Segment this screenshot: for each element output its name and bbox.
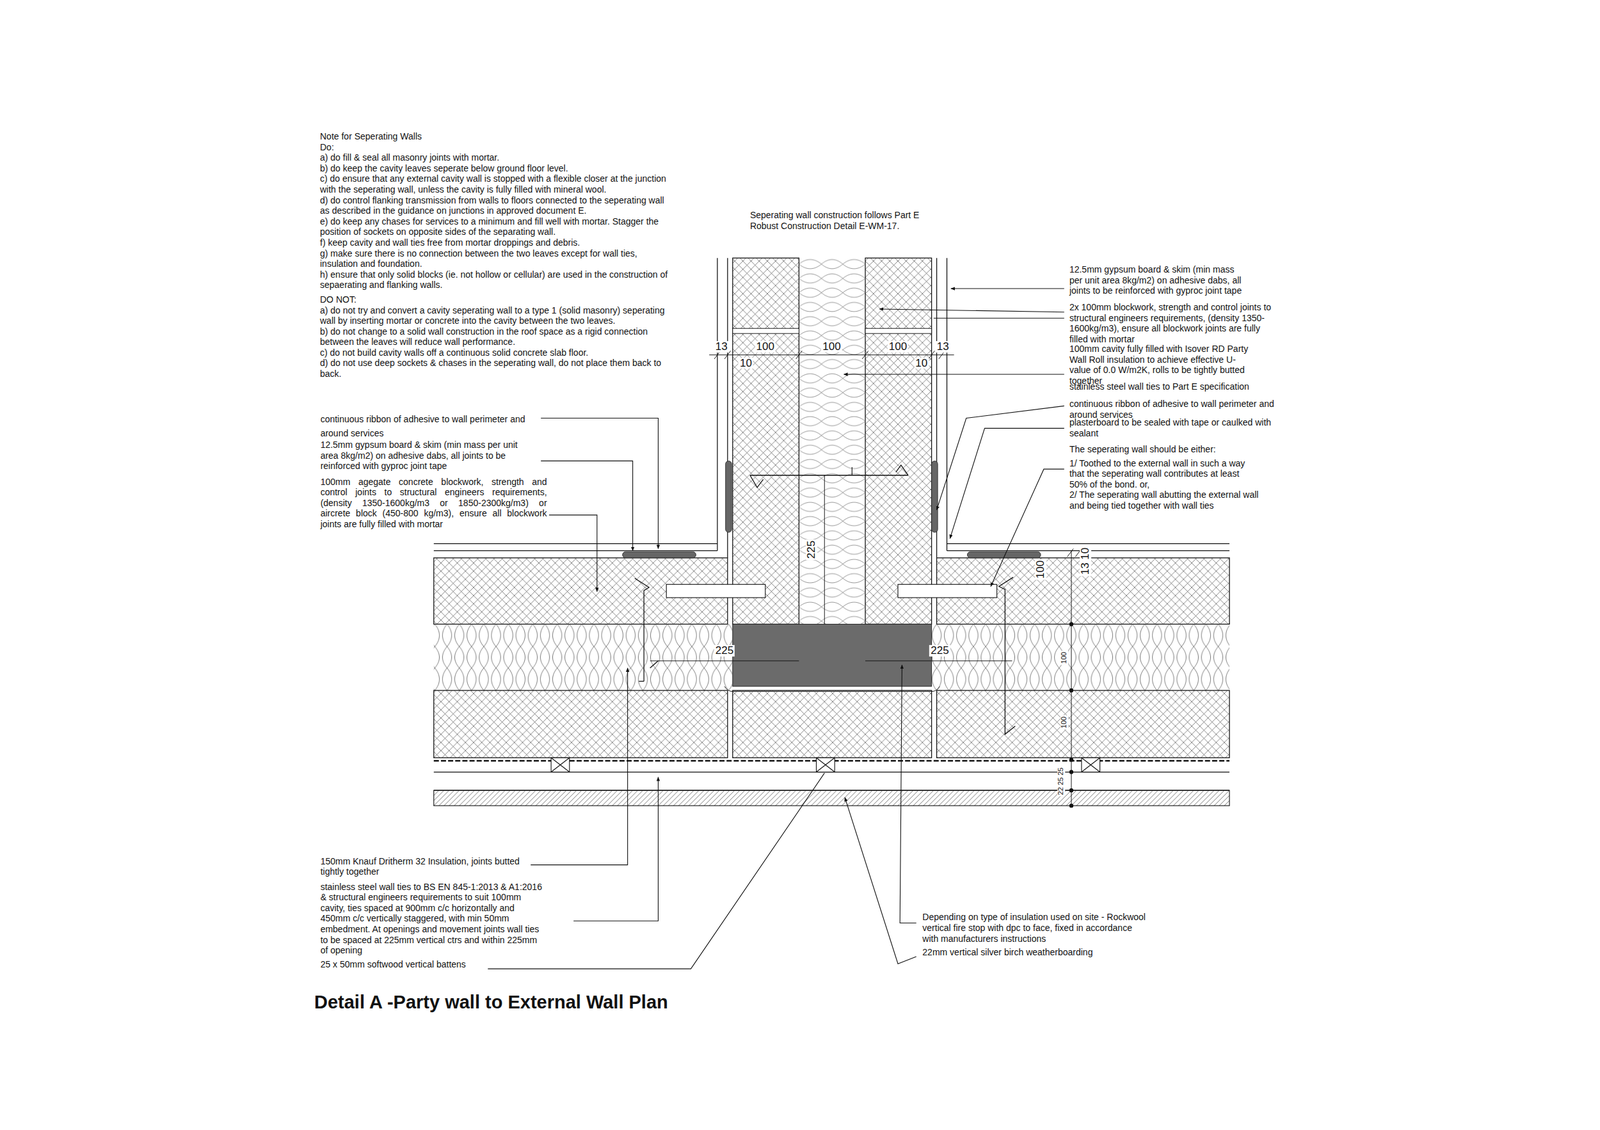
note-text: d) do control flanking transmission from… xyxy=(320,195,669,217)
note-text: e) do keep any chases for services to a … xyxy=(320,216,669,238)
callout-note: 2/ The seperating wall abutting the exte… xyxy=(1069,489,1264,511)
note-text: c) do not build cavity walls off a conti… xyxy=(320,347,669,359)
note-text: b) do not change to a solid wall constru… xyxy=(320,326,669,348)
callout-note: plasterboard to be sealed with tape or c… xyxy=(1069,417,1289,439)
note-text: d) do not use deep sockets & chases in t… xyxy=(320,357,669,379)
note-text: c) do ensure that any external cavity wa… xyxy=(320,173,669,195)
callout-note: stainless steel wall ties to BS EN 845-1… xyxy=(320,881,546,957)
callout-note: 150mm Knauf Dritherm 32 Insulation, join… xyxy=(320,856,525,878)
dimension-label: 100 xyxy=(755,341,776,353)
callout-note: continuous ribbon of adhesive to wall pe… xyxy=(320,412,544,441)
callout-note: Depending on type of insulation used on … xyxy=(922,912,1149,944)
dimension-label: 100 xyxy=(821,341,842,353)
note-text: a) do fill & seal all masonry joints wit… xyxy=(320,152,669,164)
dimension-label: 100 xyxy=(1060,715,1069,730)
note-text: Do: xyxy=(320,142,669,153)
callout-note: 100mm cavity fully filled with Isover RD… xyxy=(1069,343,1256,386)
callout-note: Seperating wall construction follows Par… xyxy=(750,209,939,232)
note-text: g) make sure there is no connection betw… xyxy=(320,248,669,270)
callout-note: continuous ribbon of adhesive to wall pe… xyxy=(1069,398,1289,420)
note-text: h) ensure that only solid blocks (ie. no… xyxy=(320,269,669,291)
dimension-label: 225 xyxy=(714,645,735,657)
drawing-title: Detail A -Party wall to External Wall Pl… xyxy=(314,992,669,1014)
notes-block: Note for Seperating WallsDo:a) do fill &… xyxy=(320,131,669,380)
callout-note: 25 x 50mm softwood vertical battens xyxy=(320,959,525,971)
dimension-label: 10 xyxy=(738,357,754,370)
note-text: Note for Seperating Walls xyxy=(320,131,669,143)
dimension-label: 100 xyxy=(1060,650,1069,665)
dimension-label: 13 10 xyxy=(1080,546,1092,577)
callout-note: stainless steel wall ties to Part E spec… xyxy=(1069,381,1284,393)
dimension-label: 10 xyxy=(913,357,929,370)
note-text: b) do keep the cavity leaves seperate be… xyxy=(320,163,669,175)
callout-note: The seperating wall should be either: xyxy=(1069,444,1284,456)
dimension-label: 225 xyxy=(929,645,950,657)
callout-note: 2x 100mm blockwork, strength and control… xyxy=(1069,302,1279,345)
note-text: DO NOT: xyxy=(320,294,669,306)
dimension-label: 22 25 25 xyxy=(1057,766,1065,797)
callout-note: 12.5mm gypsum board & skim (min mass per… xyxy=(1069,264,1245,297)
dimension-label: 13 xyxy=(935,341,951,353)
dimension-label: 13 xyxy=(714,341,729,353)
callout-note: 1/ Toothed to the external wall in such … xyxy=(1069,458,1259,491)
dimension-label: 225 xyxy=(805,539,818,560)
dimension-label: 100 xyxy=(1034,558,1047,580)
note-text: f) keep cavity and wall ties free from m… xyxy=(320,237,669,249)
dimension-label: 100 xyxy=(887,341,909,353)
callout-note: 12.5mm gypsum board & skim (min mass per… xyxy=(320,439,525,472)
callout-note: 100mm agegate concrete blockwork, streng… xyxy=(320,476,548,530)
callout-note: 22mm vertical silver birch weatherboardi… xyxy=(922,947,1149,959)
note-text: a) do not try and convert a cavity seper… xyxy=(320,305,669,327)
